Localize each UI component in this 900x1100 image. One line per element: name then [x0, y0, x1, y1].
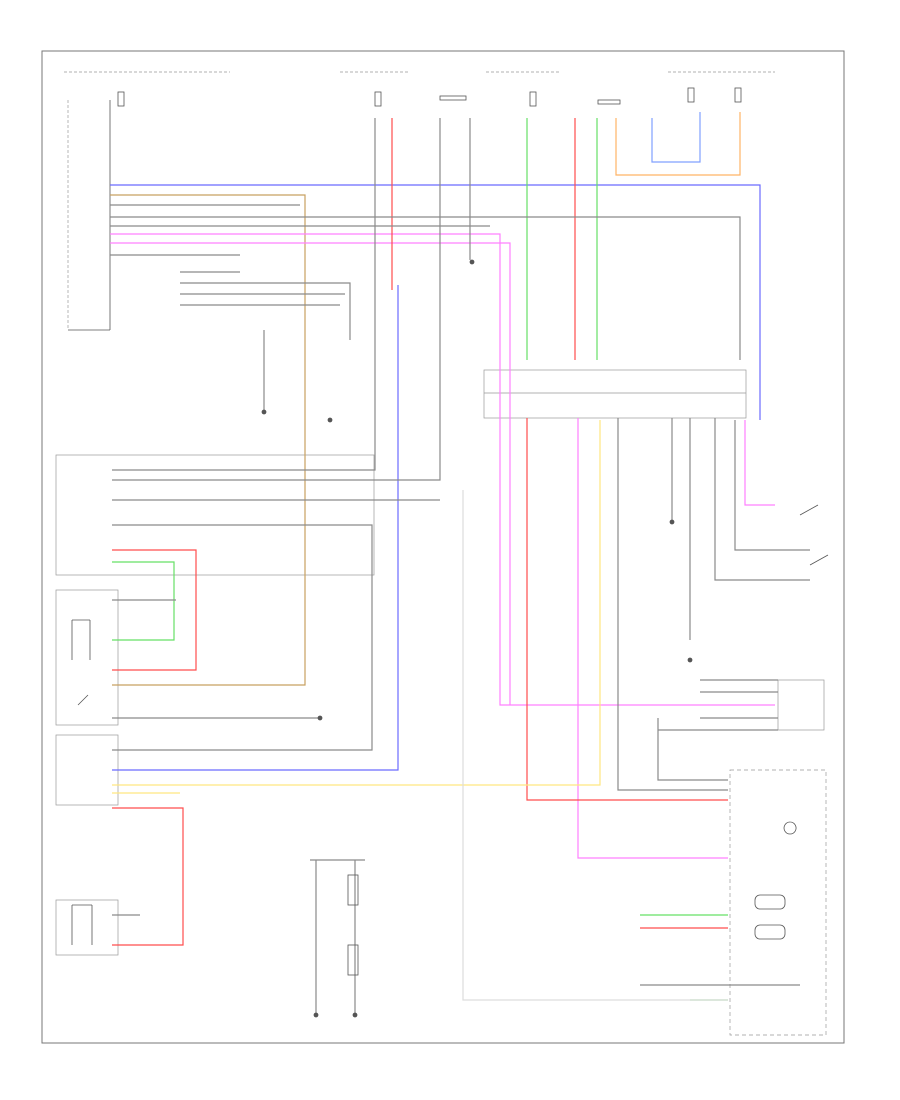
diagram-frame — [41, 50, 845, 1044]
wire-pink — [110, 233, 775, 859]
wire-green — [112, 118, 728, 1001]
left-top-module — [67, 100, 111, 331]
connector-block-right — [483, 369, 747, 419]
fuse-icon — [529, 91, 537, 107]
fuse-icon — [687, 87, 695, 103]
fuse-icon — [374, 91, 382, 107]
wire-tan — [110, 194, 306, 686]
module-box-left-bottom — [55, 899, 119, 956]
switch-symbols — [71, 504, 829, 976]
fuse-icon — [117, 91, 125, 107]
wire-red — [112, 118, 728, 946]
wire-orange-light-blue — [615, 112, 741, 176]
module-box-left — [55, 589, 119, 726]
wire-blue — [110, 184, 761, 771]
ground-icons — [261, 259, 693, 1018]
module-box-mid-left — [55, 454, 375, 576]
relay-icon — [439, 95, 467, 101]
module-box-right-lower — [729, 769, 827, 1036]
top-fuse-block — [64, 71, 775, 107]
relay-icon — [597, 99, 621, 105]
module-box-right-mid — [777, 679, 825, 731]
wire-gray — [110, 118, 810, 1015]
module-box-left-lower — [55, 734, 119, 806]
wire-yellow — [112, 420, 601, 794]
fuse-icon — [734, 87, 742, 103]
